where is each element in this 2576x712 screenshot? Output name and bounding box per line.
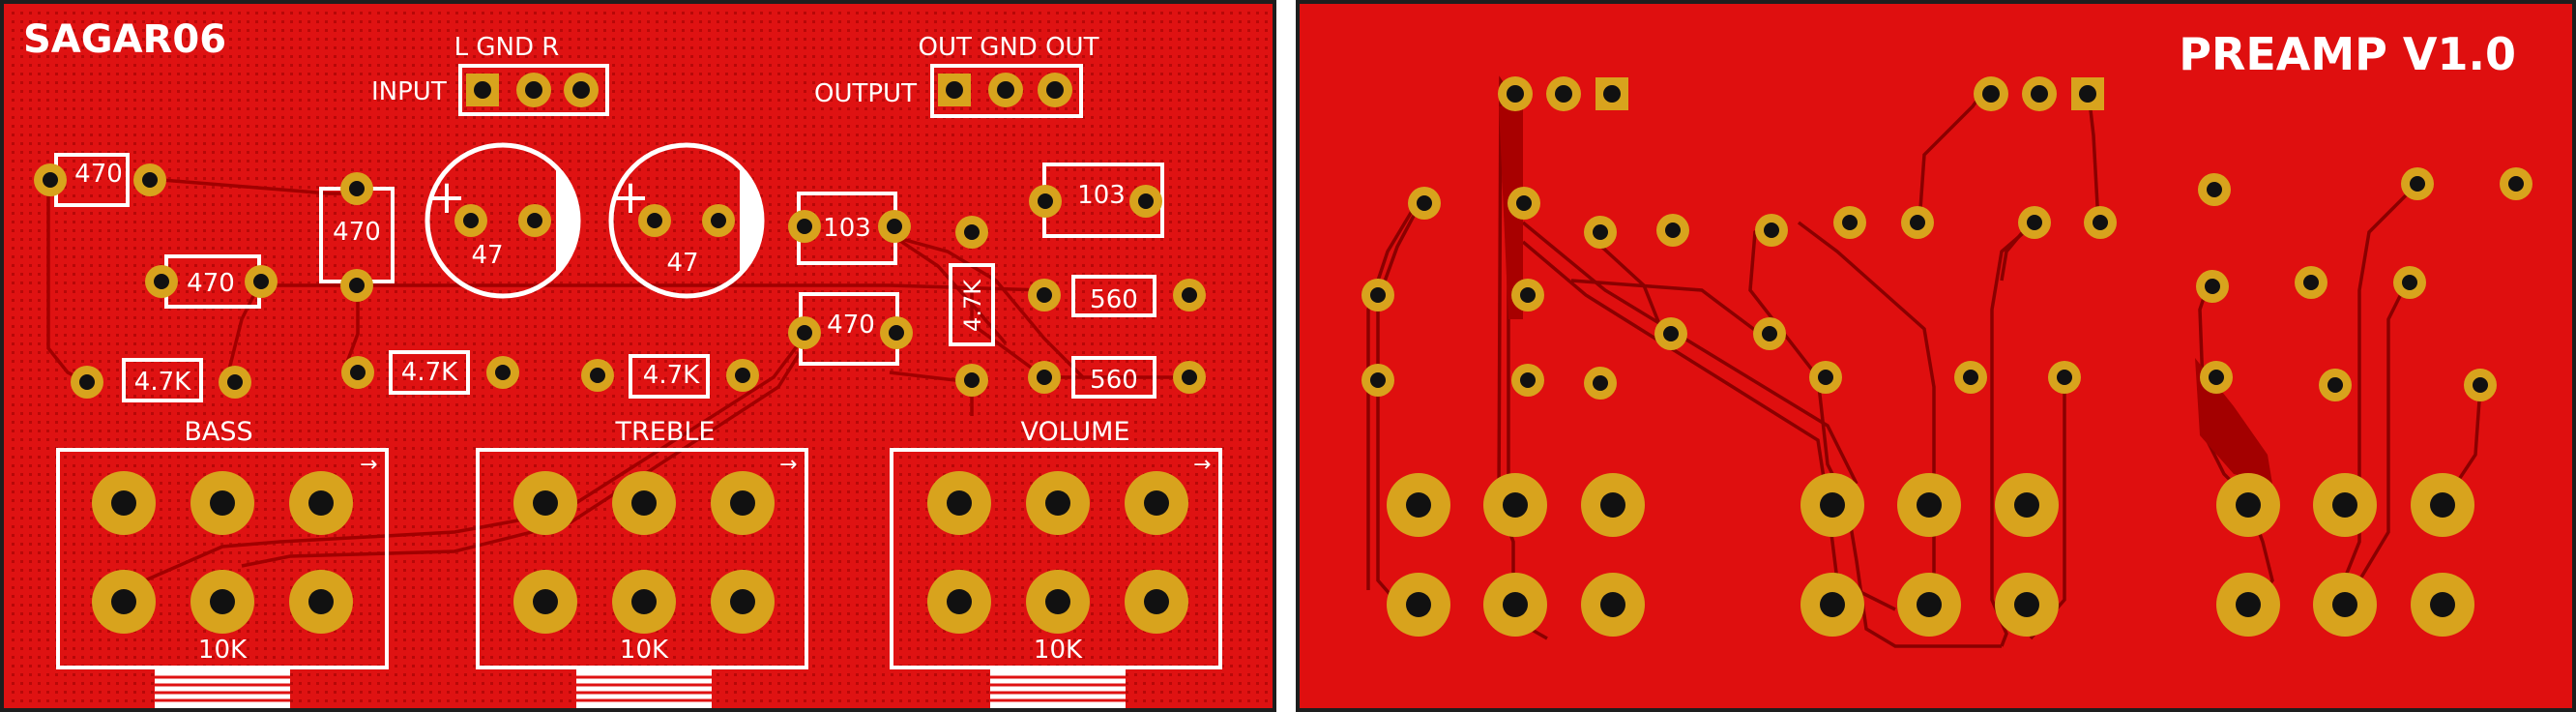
input-pin-gnd [516, 73, 551, 107]
electrolytic-cap-1: + 47 [424, 142, 581, 299]
resistor-r8: 4.7K [71, 358, 251, 402]
resistor-r8-value: 4.7K [134, 368, 191, 397]
resistor-r5: 4.7K [949, 216, 995, 397]
pot-treble-value: 10K [620, 636, 669, 665]
resistor-r9: 4.7K [341, 350, 519, 395]
output-pin-gnd [988, 73, 1023, 107]
input-pin-r [564, 73, 599, 107]
resistor-r6-value: 560 [1090, 285, 1138, 314]
pot-treble: TREBLE → 10K [476, 417, 808, 708]
pot-volume-name: VOLUME [1020, 417, 1129, 447]
pot-treble-name: TREBLE [615, 417, 716, 447]
pcb-bottom-side: PREAMP V1.0 [1296, 0, 2576, 712]
input-pin-l [466, 74, 499, 106]
pcb-top-side: SAGAR06 L GND R INPUT OUT GND OUT OUTPUT [0, 0, 1276, 712]
resistor-r3: 470 [145, 254, 278, 309]
pot-bass: BASS → 10K [56, 417, 389, 708]
ceramic-cap-right: 103 [1029, 163, 1164, 238]
bottom-pads [1361, 76, 2532, 637]
resistor-r10: 4.7K [581, 354, 759, 399]
brand-title: SAGAR06 [23, 17, 226, 62]
pot-bass-value: 10K [198, 636, 248, 665]
input-header: L GND R INPUT [371, 33, 609, 116]
resistor-r1-value: 470 [74, 160, 123, 189]
resistor-r7: 560 [1028, 356, 1206, 399]
input-label: INPUT [371, 77, 447, 106]
cap-2-value: 47 [666, 249, 698, 278]
resistor-r2-value: 470 [333, 218, 381, 247]
resistor-r1: 470 [34, 153, 166, 207]
pot-treble-arrow: → [779, 453, 797, 477]
board-title: PREAMP V1.0 [2179, 28, 2516, 80]
cap-1-value: 47 [471, 241, 503, 270]
resistor-r10-value: 4.7K [643, 361, 700, 390]
output-label: OUTPUT [814, 79, 917, 108]
pot-bass-arrow: → [360, 453, 377, 477]
output-pin-2 [1038, 73, 1072, 107]
pot-volume-value: 10K [1034, 636, 1083, 665]
output-header: OUT GND OUT OUTPUT [814, 33, 1099, 118]
pot-volume-arrow: → [1193, 453, 1211, 477]
resistor-r4: 470 [788, 292, 913, 366]
resistor-r3-value: 470 [187, 269, 235, 298]
resistor-r2: 470 [319, 172, 395, 302]
resistor-r6: 560 [1028, 275, 1206, 317]
output-pins-label: OUT GND OUT [919, 33, 1099, 62]
electrolytic-cap-2: + 47 [608, 142, 765, 299]
ceramic-cap-right-value: 103 [1077, 181, 1126, 210]
input-pins-label: L GND R [454, 33, 560, 62]
resistor-r4-value: 470 [827, 311, 875, 340]
output-pin-1 [938, 74, 971, 106]
pot-bass-name: BASS [184, 417, 252, 447]
resistor-r7-value: 560 [1090, 366, 1138, 395]
ceramic-cap-left-value: 103 [823, 214, 871, 243]
resistor-r9-value: 4.7K [401, 358, 458, 387]
resistor-r5-value: 4.7K [959, 279, 986, 332]
pot-volume: VOLUME → 10K [890, 417, 1222, 708]
ceramic-cap-left: 103 [788, 192, 911, 265]
